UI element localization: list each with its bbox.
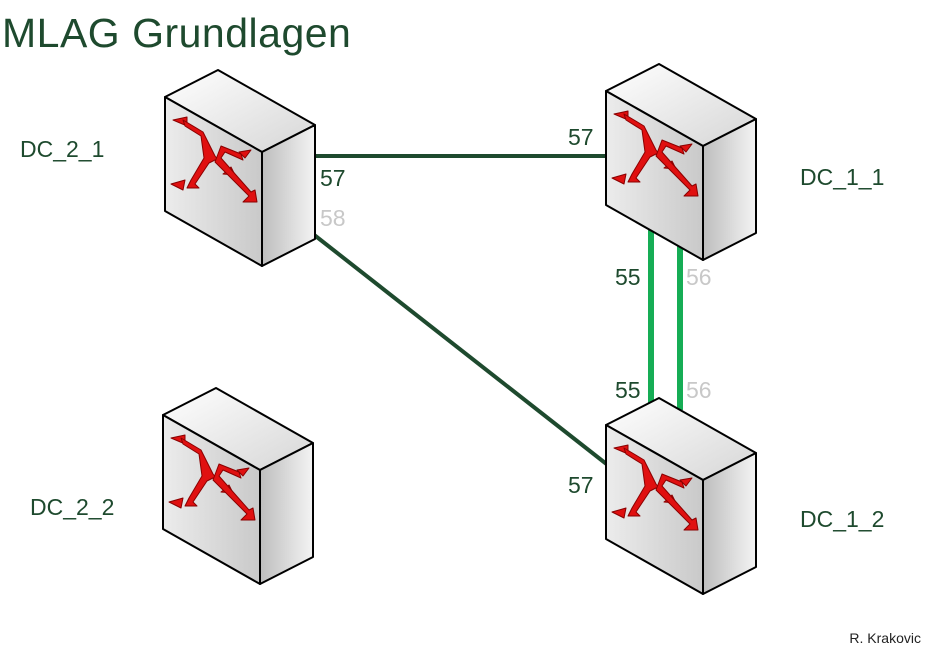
link-dc21-dc12 bbox=[311, 232, 611, 468]
switch-icon bbox=[164, 69, 316, 267]
port-label-dc21-57: 57 bbox=[320, 165, 346, 191]
port-label-dc12-55: 55 bbox=[615, 377, 641, 403]
device-label-dc-2-1: DC_2_1 bbox=[20, 136, 105, 162]
page-title: MLAG Grundlagen bbox=[2, 10, 352, 56]
port-label-dc12-56: 56 bbox=[686, 377, 712, 403]
port-label-dc11-55: 55 bbox=[615, 264, 641, 290]
port-label-dc11-56: 56 bbox=[686, 264, 712, 290]
switch-icon bbox=[162, 387, 314, 585]
switch-icon bbox=[605, 63, 757, 261]
device-label-dc-1-2: DC_1_2 bbox=[800, 506, 885, 532]
device-label-dc-2-2: DC_2_2 bbox=[30, 494, 115, 520]
port-label-dc11-57: 57 bbox=[568, 124, 594, 150]
switch-icon bbox=[605, 397, 757, 595]
device-label-dc-1-1: DC_1_1 bbox=[800, 164, 885, 190]
author-credit: R. Krakovic bbox=[849, 630, 921, 646]
port-label-dc12-57: 57 bbox=[568, 472, 594, 498]
port-label-dc21-58: 58 bbox=[320, 205, 346, 231]
